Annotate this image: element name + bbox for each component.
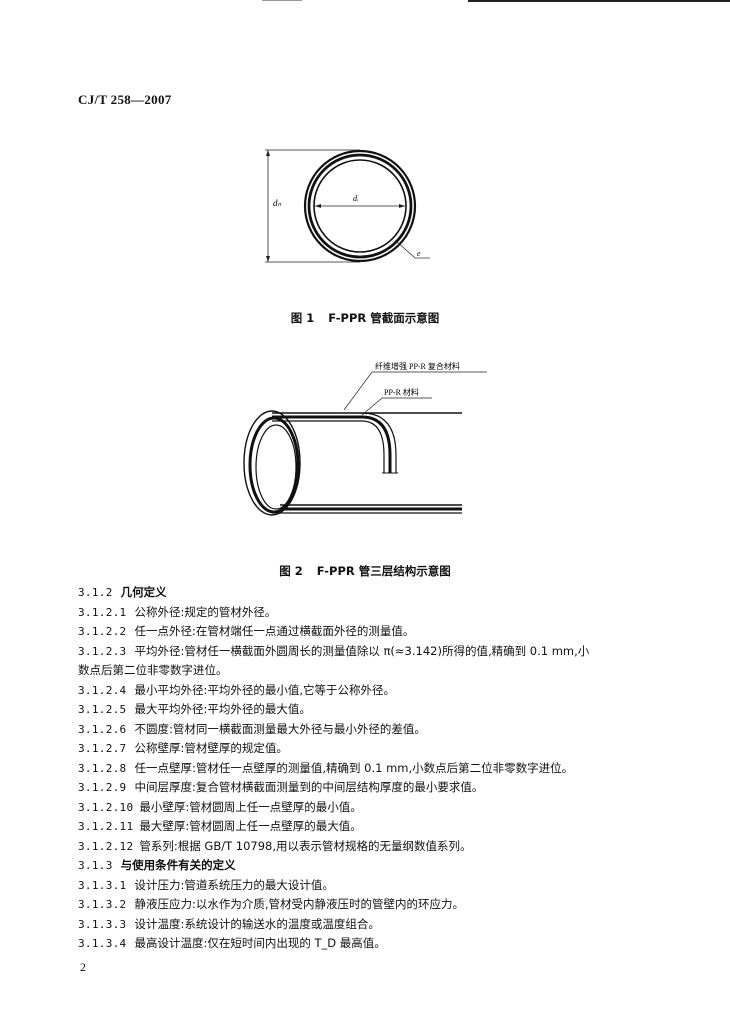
label-outer-diameter: dₙ [273, 198, 282, 208]
dim-arrow-bottom [266, 256, 270, 262]
figure-1-cross-section: dₙ dᵢ e [255, 140, 455, 274]
clause-text: 任一点壁厚:管材任一点壁厚的测量值,精确到 0.1 mm,小数点后第二位非零数字… [134, 760, 574, 775]
clause-text: 公称外径:规定的管材外径。 [134, 604, 277, 619]
top-rule [468, 0, 730, 2]
leader-ppr [361, 397, 383, 416]
clause-number: 3.1.3.3 [78, 917, 127, 931]
definition-item: 3.1.2.5 最大平均外径:平均外径的最大值。 [78, 700, 678, 720]
clause-number: 3.1.3.1 [78, 878, 127, 892]
clause-number: 3.1.2.9 [78, 781, 127, 794]
clause-number: 3.1.2.11 [78, 820, 134, 833]
dim-arrow-top [266, 150, 270, 156]
clause-number: 3.1.3.4 [78, 937, 127, 950]
definition-item: 3.1.2.4 最小平均外径:平均外径的最小值,它等于公称外径。 [78, 681, 678, 701]
definition-list: 3.1.2 几何定义 3.1.2.1 公称外径:规定的管材外径。 3.1.2.2 任一点外… [78, 583, 678, 954]
end-inner-ellipse [255, 424, 297, 510]
cross-section-drawing: dₙ dᵢ e [265, 149, 430, 263]
definition-item: 3.1.3.4 最高设计温度:仅在短时间内出现的 T_D 最高值。 [78, 934, 678, 954]
definition-item: 3.1.2.3 平均外径:管材任一横截面外圆周长的测量值除以 π(≈3.142)所… [78, 642, 678, 662]
top-scan-mark [262, 0, 302, 1]
cutaway-curve-inner [361, 420, 385, 473]
three-layer-drawing: 纤维增强 PP-R 复合材料 PP-R 材料 [243, 361, 487, 516]
clause-number: 3.1.2.5 [78, 703, 127, 716]
clause-number: 3.1.2.6 [78, 722, 127, 736]
clause-text: 设计温度:系统设计的输送水的温度或温度组合。 [134, 916, 380, 931]
standard-code: CJ/T 258—2007 [78, 92, 172, 107]
clause-text: 任一点外径:在管材端任一点通过横截面外径的测量值。 [134, 624, 415, 638]
inner-arrow-left [315, 204, 321, 208]
clause-number: 3.1.2.3 [78, 644, 127, 658]
clause-number: 3.1.2 [78, 586, 113, 599]
clause-number: 3.1.2.8 [78, 761, 127, 775]
section-heading: 3.1.2 几何定义 [78, 583, 678, 603]
clause-text: 几何定义 [120, 585, 167, 599]
middle-ring [307, 153, 413, 259]
label-wall-thickness: e [417, 249, 421, 258]
leader-fiber [343, 371, 373, 411]
clause-text: 最大平均外径:平均外径的最大值。 [134, 702, 311, 716]
definition-item: 3.1.3.1 设计压力:管道系统压力的最大设计值。 [78, 876, 678, 896]
clause-number: 3.1.2.2 [78, 625, 127, 638]
end-middle-ellipse [248, 416, 300, 514]
clause-number: 3.1.2.1 [78, 605, 127, 619]
definition-item: 3.1.2.9 中间层厚度:复合管材横截面测量到的中间层结构厚度的最小要求值。 [78, 778, 678, 798]
figure-2-caption: 图 2 F-PPR 管三层结构示意图 [0, 563, 730, 579]
clause-text: 静液压应力:以水作为介质,管材受内静液压时的管壁内的环应力。 [134, 897, 464, 911]
definition-item: 3.1.2.11 最大壁厚:管材圆周上任一点壁厚的最大值。 [78, 817, 678, 837]
clause-text: 中间层厚度:复合管材横截面测量到的中间层结构厚度的最小要求值。 [134, 780, 484, 794]
clause-text: 设计压力:管道系统压力的最大设计值。 [134, 877, 334, 892]
inner-ring [313, 159, 407, 253]
label-inner-diameter: dᵢ [353, 194, 358, 203]
clause-number: 3.1.2.12 [78, 839, 134, 853]
definition-item: 3.1.3.2 静液压应力:以水作为介质,管材受内静液压时的管壁内的环应力。 [78, 895, 678, 915]
definition-item: 3.1.3.3 设计温度:系统设计的输送水的温度或温度组合。 [78, 915, 678, 935]
clause-text: 最小平均外径:平均外径的最小值,它等于公称外径。 [134, 682, 395, 697]
definition-item: 3.1.2.6 不圆度:管材同一横截面测量最大外径与最小外径的差值。 [78, 720, 678, 740]
label-ppr-layer: PP-R 材料 [384, 387, 419, 397]
clause-number: 3.1.2.10 [78, 800, 134, 814]
cutaway-curve-outer [361, 412, 397, 473]
wall-leader [394, 239, 416, 259]
figure-1-caption: 图 1 F-PPR 管截面示意图 [0, 310, 730, 326]
definition-item: 3.1.2.12 管系列:根据 GB/T 10798,用以表示管材规格的无量纲数值… [78, 837, 678, 857]
definition-item: 3.1.2.7 公称壁厚:管材壁厚的规定值。 [78, 739, 678, 759]
clause-text: 最高设计温度:仅在短时间内出现的 T_D 最高值。 [134, 936, 386, 950]
definition-item: 3.1.2.2 任一点外径:在管材端任一点通过横截面外径的测量值。 [78, 622, 678, 642]
inner-arrow-right [399, 204, 405, 208]
definition-item: 3.1.2.8 任一点壁厚:管材任一点壁厚的测量值,精确到 0.1 mm,小数点后… [78, 759, 678, 779]
clause-text: 最小壁厚:管材圆周上任一点壁厚的最小值。 [139, 799, 362, 814]
label-fiber-layer: 纤维增强 PP-R 复合材料 [375, 361, 460, 371]
figure-2-number: 图 2 [279, 564, 303, 578]
clause-text: 最大壁厚:管材圆周上任一点壁厚的最大值。 [139, 819, 362, 833]
figure-1-number: 图 1 [290, 311, 315, 325]
outer-ring [303, 149, 417, 263]
end-outer-ellipse [243, 410, 301, 516]
section-heading: 3.1.3 与使用条件有关的定义 [78, 856, 678, 876]
figure-1-title: F-PPR 管截面示意图 [328, 311, 440, 325]
clause-number: 3.1.3 [78, 859, 113, 872]
clause-text: 不圆度:管材同一横截面测量最大外径与最小外径的差值。 [134, 721, 426, 736]
clause-number: 3.1.3.2 [78, 898, 127, 911]
cutaway-curve-middle [361, 415, 392, 473]
definition-item: 3.1.2.10 最小壁厚:管材圆周上任一点壁厚的最小值。 [78, 798, 678, 818]
clause-number: 3.1.2.7 [78, 742, 127, 755]
clause-text: 平均外径:管材任一横截面外圆周长的测量值除以 π(≈3.142)所得的值,精确到… [134, 643, 590, 658]
figure-2-three-layer: 纤维增强 PP-R 复合材料 PP-R 材料 [232, 355, 492, 549]
clause-continuation: 数点后第二位非零数字进位。 [78, 663, 228, 677]
figure-2-title: F-PPR 管三层结构示意图 [316, 564, 451, 578]
clause-number: 3.1.2.4 [78, 683, 127, 697]
page-number: 2 [80, 960, 86, 974]
clause-text: 与使用条件有关的定义 [120, 858, 236, 872]
clause-text: 公称壁厚:管材壁厚的规定值。 [134, 741, 288, 755]
clause-text: 管系列:根据 GB/T 10798,用以表示管材规格的无量纲数值系列。 [139, 838, 472, 853]
definition-item: 3.1.2.1 公称外径:规定的管材外径。 [78, 603, 678, 623]
